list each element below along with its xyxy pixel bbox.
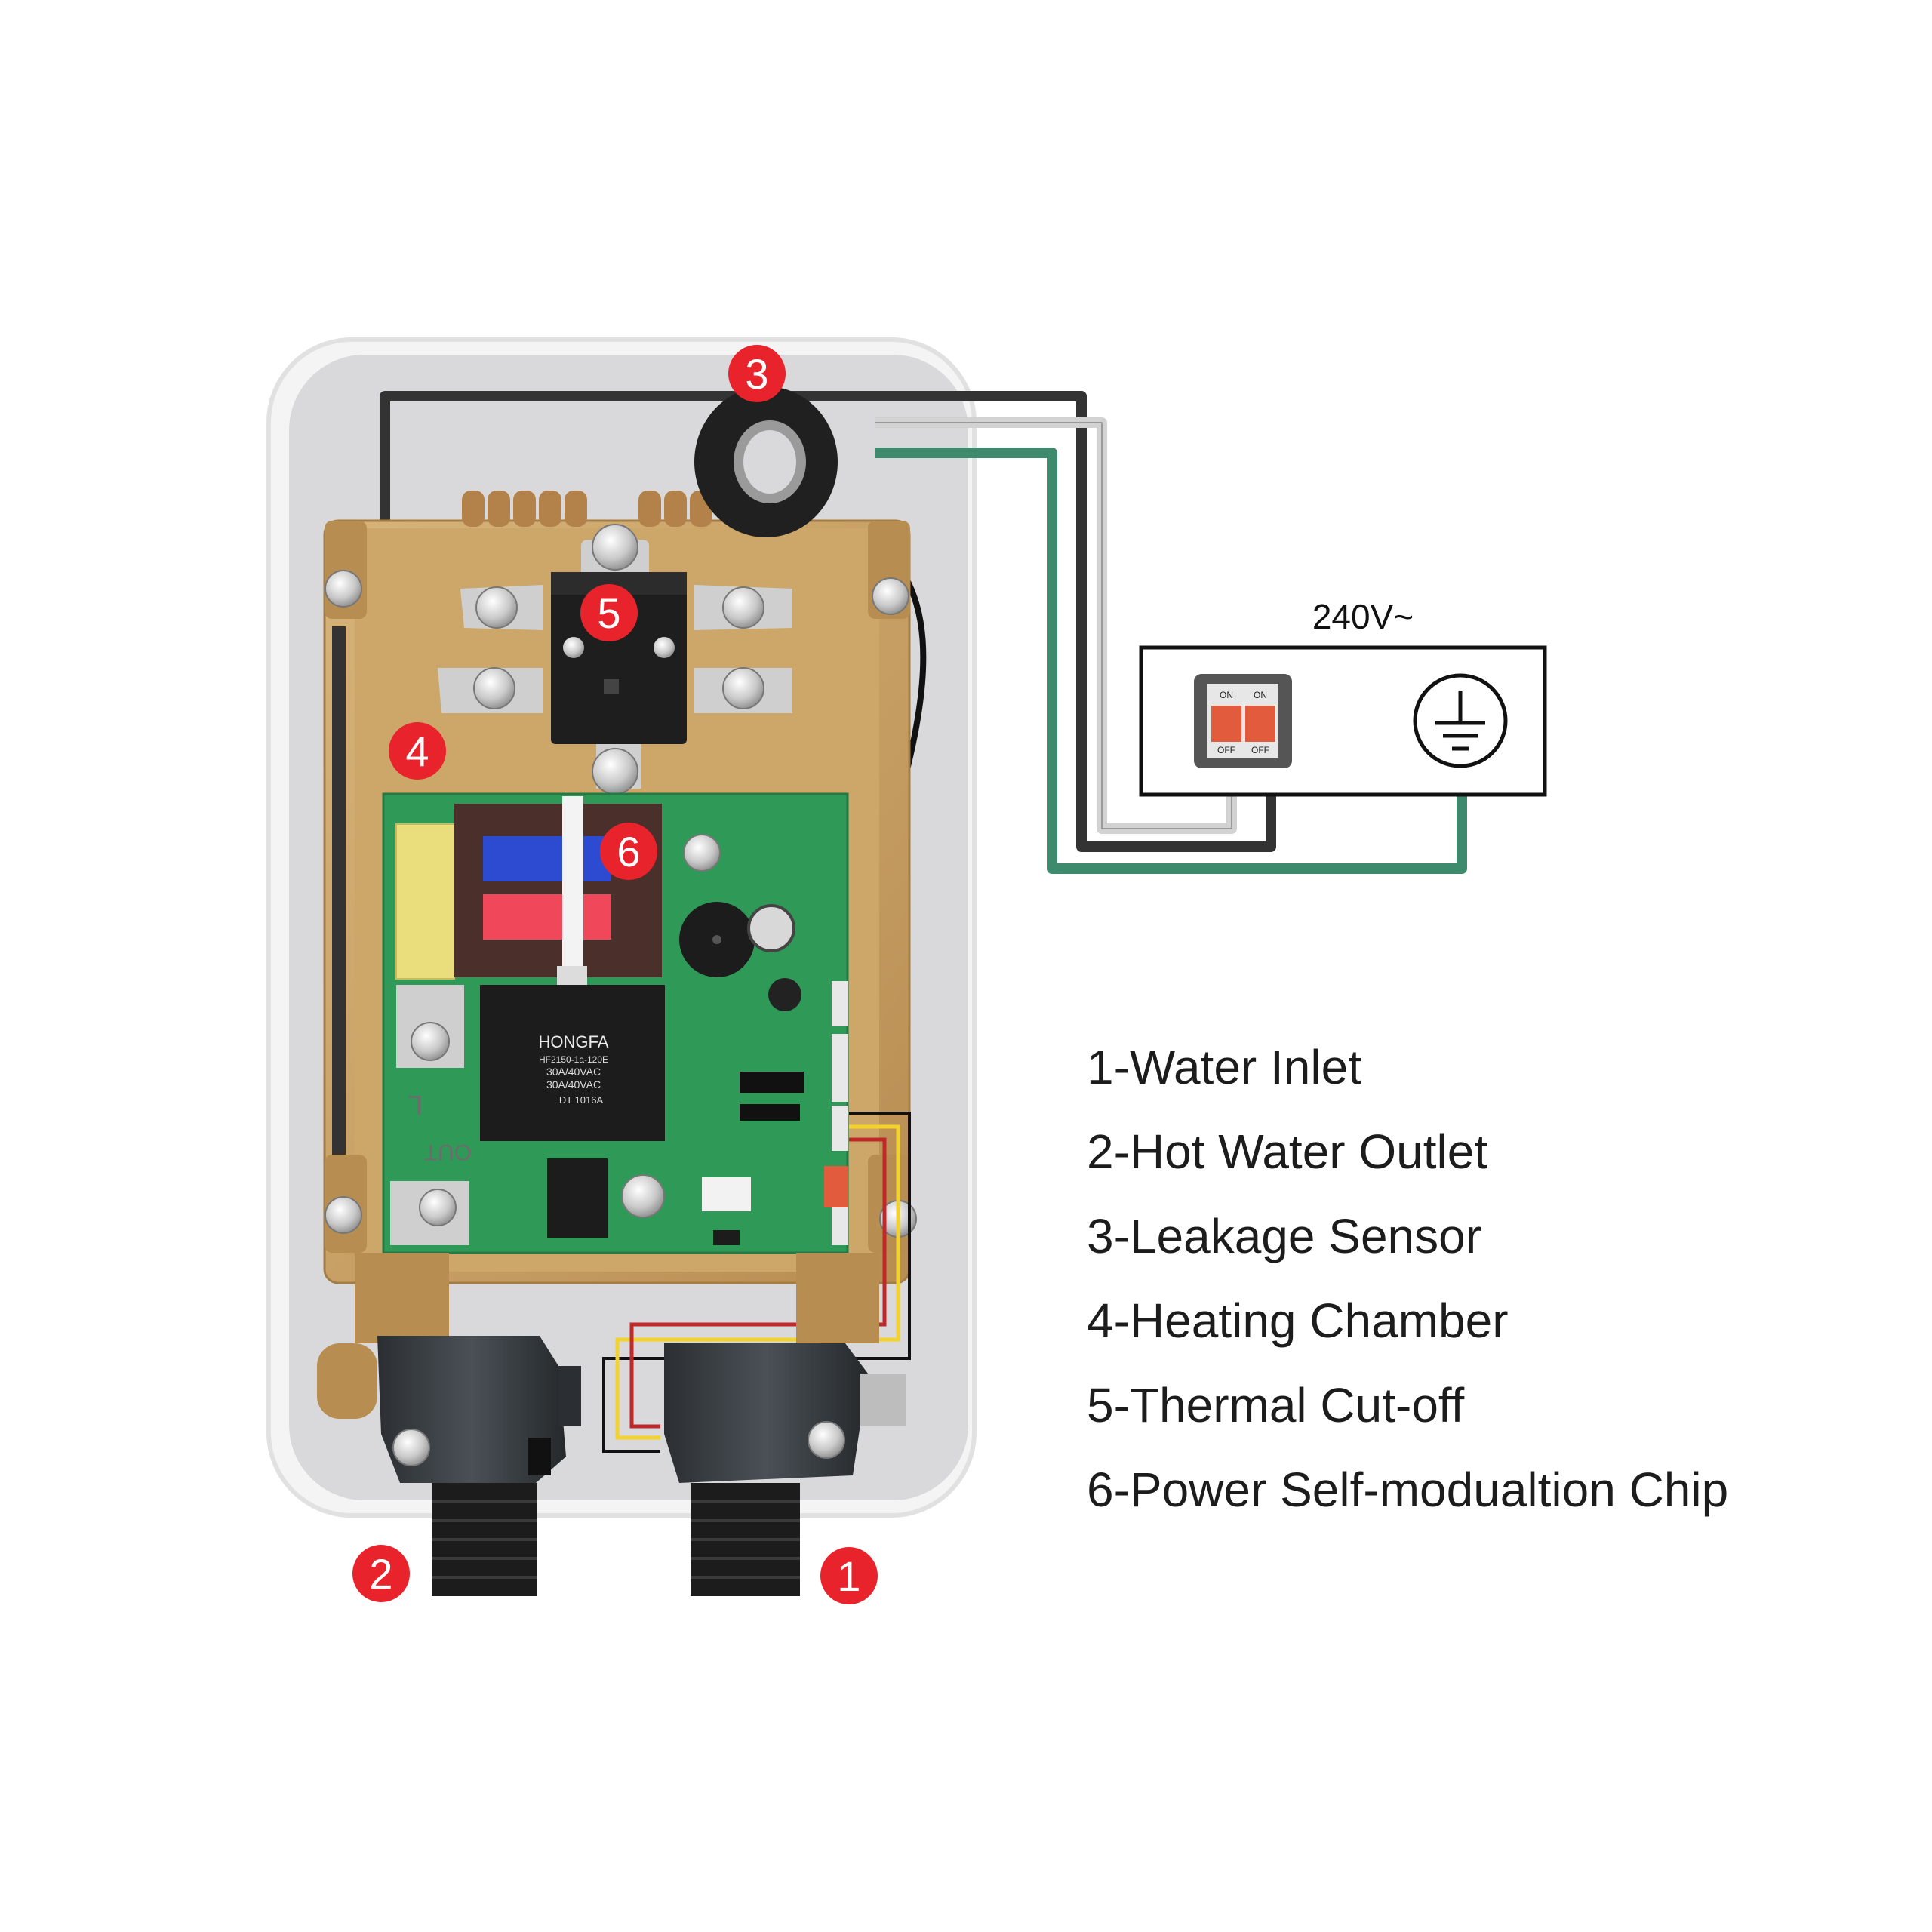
svg-text:5: 5: [597, 589, 620, 637]
relay-rating: 30A/40VAC: [546, 1078, 601, 1091]
legend-item-heating-chamber: 4-Heating Chamber: [1087, 1294, 1509, 1348]
supply-voltage-label: 240V~: [1312, 597, 1414, 636]
component-legend: 1-Water Inlet 2-Hot Water Outlet 3-Leaka…: [1087, 1043, 1917, 1514]
legend-item-power-chip: 6-Power Self-modualtion Chip: [1087, 1463, 1729, 1517]
breaker-off-label: OFF: [1251, 745, 1269, 755]
wire-green-ground: [875, 448, 1467, 874]
control-pcb: HONGFA HF2150-1a-120E 30A/40VAC 30A/40VA…: [382, 792, 849, 1254]
svg-text:6: 6: [617, 828, 640, 875]
relay-rating: 30A/40VAC: [546, 1066, 601, 1078]
callout-hot-water-outlet: 2: [352, 1545, 410, 1602]
relay-brand: HONGFA: [539, 1032, 609, 1051]
callout-water-inlet: 1: [820, 1547, 878, 1604]
relay: HONGFA HF2150-1a-120E 30A/40VAC 30A/40VA…: [480, 985, 665, 1141]
leakage-sensor: [694, 386, 838, 537]
svg-text:3: 3: [745, 350, 768, 398]
hot-water-outlet-pipe: [317, 1253, 581, 1596]
relay-code: DT 1016A: [559, 1094, 604, 1106]
power-supply-box: ON ON OFF OFF: [1139, 645, 1547, 797]
legend-item-leakage-sensor: 3-Leakage Sensor: [1087, 1209, 1482, 1263]
legend-item-hot-water-outlet: 2-Hot Water Outlet: [1087, 1124, 1488, 1179]
wire-white-edge: [875, 422, 1232, 829]
legend-item-thermal-cutoff: 5-Thermal Cut-off: [1087, 1378, 1465, 1432]
svg-text:1: 1: [837, 1552, 860, 1600]
breaker-on-label: ON: [1254, 690, 1267, 700]
terminal-out-label: OUT: [424, 1140, 472, 1164]
ground-symbol-icon: [1413, 673, 1508, 768]
breaker-on-label: ON: [1220, 690, 1233, 700]
callout-thermal-cutoff: 5: [580, 584, 638, 641]
water-inlet-pipe: [664, 1253, 906, 1596]
terminal-l-label: L: [408, 1090, 423, 1121]
svg-text:4: 4: [405, 728, 429, 775]
terminal-screw-icon: [473, 586, 764, 709]
callout-power-chip: 6: [600, 823, 657, 880]
circuit-breaker: ON ON OFF OFF: [1194, 674, 1292, 768]
callout-leakage-sensor: 3: [728, 345, 786, 402]
callout-heating-chamber: 4: [389, 722, 446, 780]
relay-model: HF2150-1a-120E: [539, 1054, 608, 1065]
legend-item-water-inlet: 1-Water Inlet: [1087, 1040, 1361, 1094]
svg-text:2: 2: [369, 1550, 392, 1598]
breaker-off-label: OFF: [1217, 745, 1235, 755]
